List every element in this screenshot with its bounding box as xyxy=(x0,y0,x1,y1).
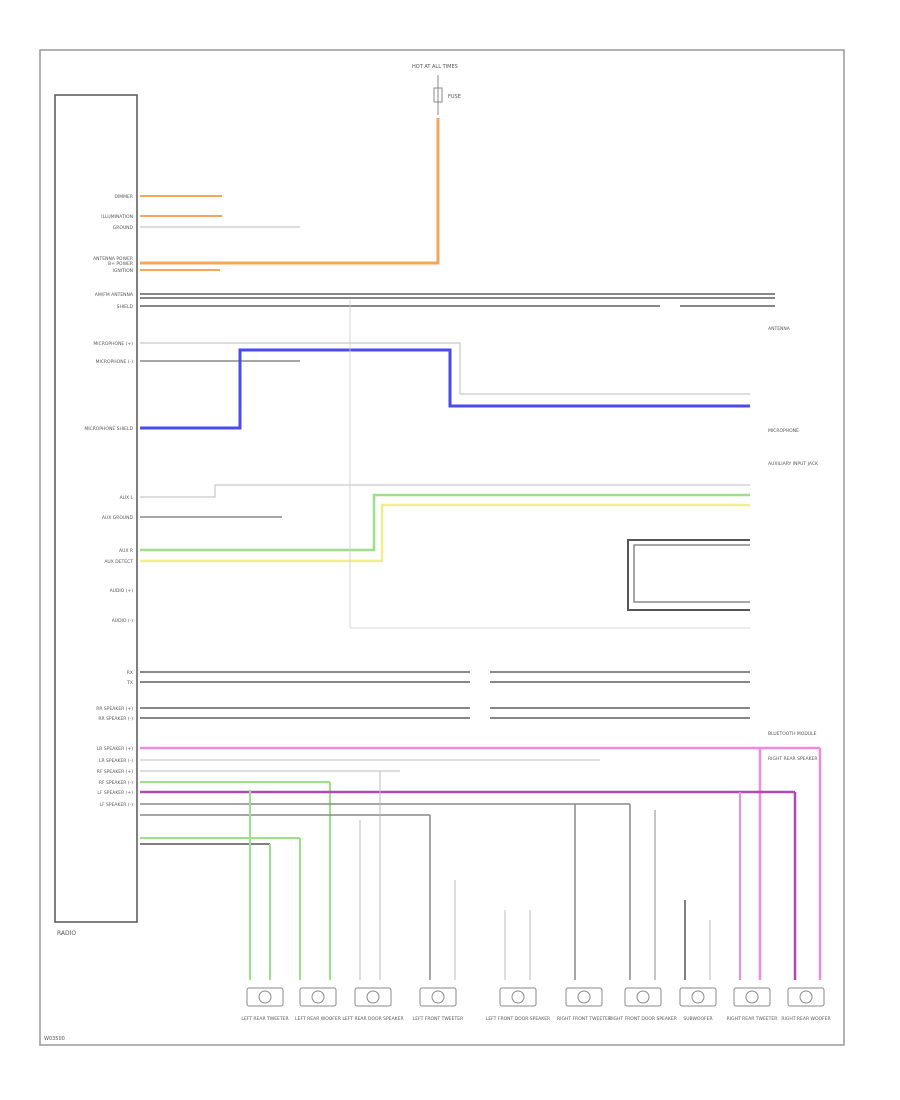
diagram-frame xyxy=(39,49,845,1046)
radio-pin-label: RR SPEAKER (+) xyxy=(96,706,133,712)
speaker: LEFT REAR DOOR SPEAKER xyxy=(342,987,404,1022)
radio-pin-label: AUX DETECT xyxy=(104,559,133,565)
speaker: LEFT REAR TWEETER xyxy=(241,987,289,1022)
speaker: RIGHT FRONT TWEETER xyxy=(557,987,611,1022)
speaker: LEFT FRONT DOOR SPEAKER xyxy=(486,987,550,1022)
radio-pin-label: AM/FM ANTENNA xyxy=(95,292,134,298)
fuse-block: HOT AT ALL TIMES FUSE xyxy=(412,64,461,115)
speaker: LEFT FRONT TWEETER xyxy=(413,987,463,1022)
antenna-coax xyxy=(140,293,775,307)
component-label: AUXILIARY INPUT JACK xyxy=(768,461,819,467)
radio-pin-label: RX xyxy=(127,670,133,676)
radio-pin-label: RF SPEAKER (+) xyxy=(97,769,134,775)
radio-pin-label: MICROPHONE SHIELD xyxy=(84,426,133,432)
blue-mic-wire xyxy=(140,348,750,430)
radio-pin-label: SHIELD xyxy=(117,304,134,310)
green-aux-wire xyxy=(140,493,750,552)
speaker-label: LEFT REAR DOOR SPEAKER xyxy=(342,1016,403,1022)
radio-pin-label: LR SPEAKER (-) xyxy=(99,758,133,764)
radio-pin-labels: DIMMER ILLUMINATION GROUND ANTENNA POWERB+ … xyxy=(84,194,134,808)
radio-unit-label: RADIO xyxy=(57,930,76,937)
speaker-label: RIGHT FRONT DOOR SPEAKER xyxy=(609,1016,677,1022)
speaker-label: LEFT FRONT DOOR SPEAKER xyxy=(486,1016,550,1022)
speaker-label: LEFT FRONT TWEETER xyxy=(413,1016,463,1022)
radio-pin-label: AUX GROUND xyxy=(102,515,134,521)
radio-pin-label: IGNITION xyxy=(113,268,134,274)
radio-pin-label: RF SPEAKER (-) xyxy=(99,780,133,786)
radio-pin-label: GROUND xyxy=(113,225,134,231)
speaker: RIGHT FRONT DOOR SPEAKER xyxy=(609,987,677,1022)
radio-pin-label: AUDIO (+) xyxy=(110,588,134,594)
radio-pin-label: ANTENNA POWER xyxy=(93,256,133,262)
radio-unit-box xyxy=(54,94,138,923)
component-label: ANTENNA xyxy=(768,326,791,332)
radio-pin-label: RR SPEAKER (-) xyxy=(98,716,133,722)
fuse-block-label: HOT AT ALL TIMES xyxy=(412,64,458,70)
component-labels: ANTENNA MICROPHONE AUXILIARY INPUT JACK BLU… xyxy=(768,326,819,762)
speaker-label: LEFT REAR WOOFER xyxy=(295,1016,341,1022)
audio-bus xyxy=(140,671,750,719)
radio-pin-label: B+ POWER xyxy=(108,261,133,267)
speaker-label: RIGHT REAR TWEETER xyxy=(727,1016,778,1022)
component-label: BLUETOOTH MODULE xyxy=(768,731,817,737)
component-label: RIGHT REAR SPEAKER xyxy=(768,756,818,762)
radio-pin-label: LR SPEAKER (+) xyxy=(97,746,133,752)
radio-pin-label: ILLUMINATION xyxy=(101,214,133,220)
radio-pin-label: LF SPEAKER (-) xyxy=(99,802,133,808)
radio-pin-label: LF SPEAKER (+) xyxy=(97,790,133,796)
speaker-label: LEFT REAR TWEETER xyxy=(241,1016,288,1022)
radio-pin-label: AUX L xyxy=(120,495,134,501)
radio-pin-label: AUX R xyxy=(119,548,133,554)
speaker: LEFT REAR WOOFER xyxy=(295,987,341,1022)
radio-pin-label: DIMMER xyxy=(114,194,133,200)
radio-pin-label: MICROPHONE (-) xyxy=(96,359,134,365)
footer-code: W03500 xyxy=(44,1036,65,1042)
radio-pin-label: TX xyxy=(126,680,133,686)
component-label: MICROPHONE xyxy=(768,428,799,434)
speaker-label: RIGHT FRONT TWEETER xyxy=(557,1016,611,1022)
speaker-label: RIGHT REAR WOOFER xyxy=(781,1016,830,1022)
speaker-label: SUBWOOFER xyxy=(683,1016,712,1022)
fuse-label: FUSE xyxy=(448,94,461,100)
radio-pin-label: AUDIO (-) xyxy=(112,618,134,624)
orange-bplus-wire xyxy=(140,118,440,265)
radio-pin-label: MICROPHONE (+) xyxy=(93,341,133,347)
yellow-aux-wire xyxy=(140,503,750,563)
speaker: SUBWOOFER xyxy=(679,987,717,1022)
fuse-symbol xyxy=(433,87,443,103)
speaker: RIGHT REAR TWEETER xyxy=(727,987,778,1022)
speaker: RIGHT REAR WOOFER xyxy=(781,987,831,1022)
